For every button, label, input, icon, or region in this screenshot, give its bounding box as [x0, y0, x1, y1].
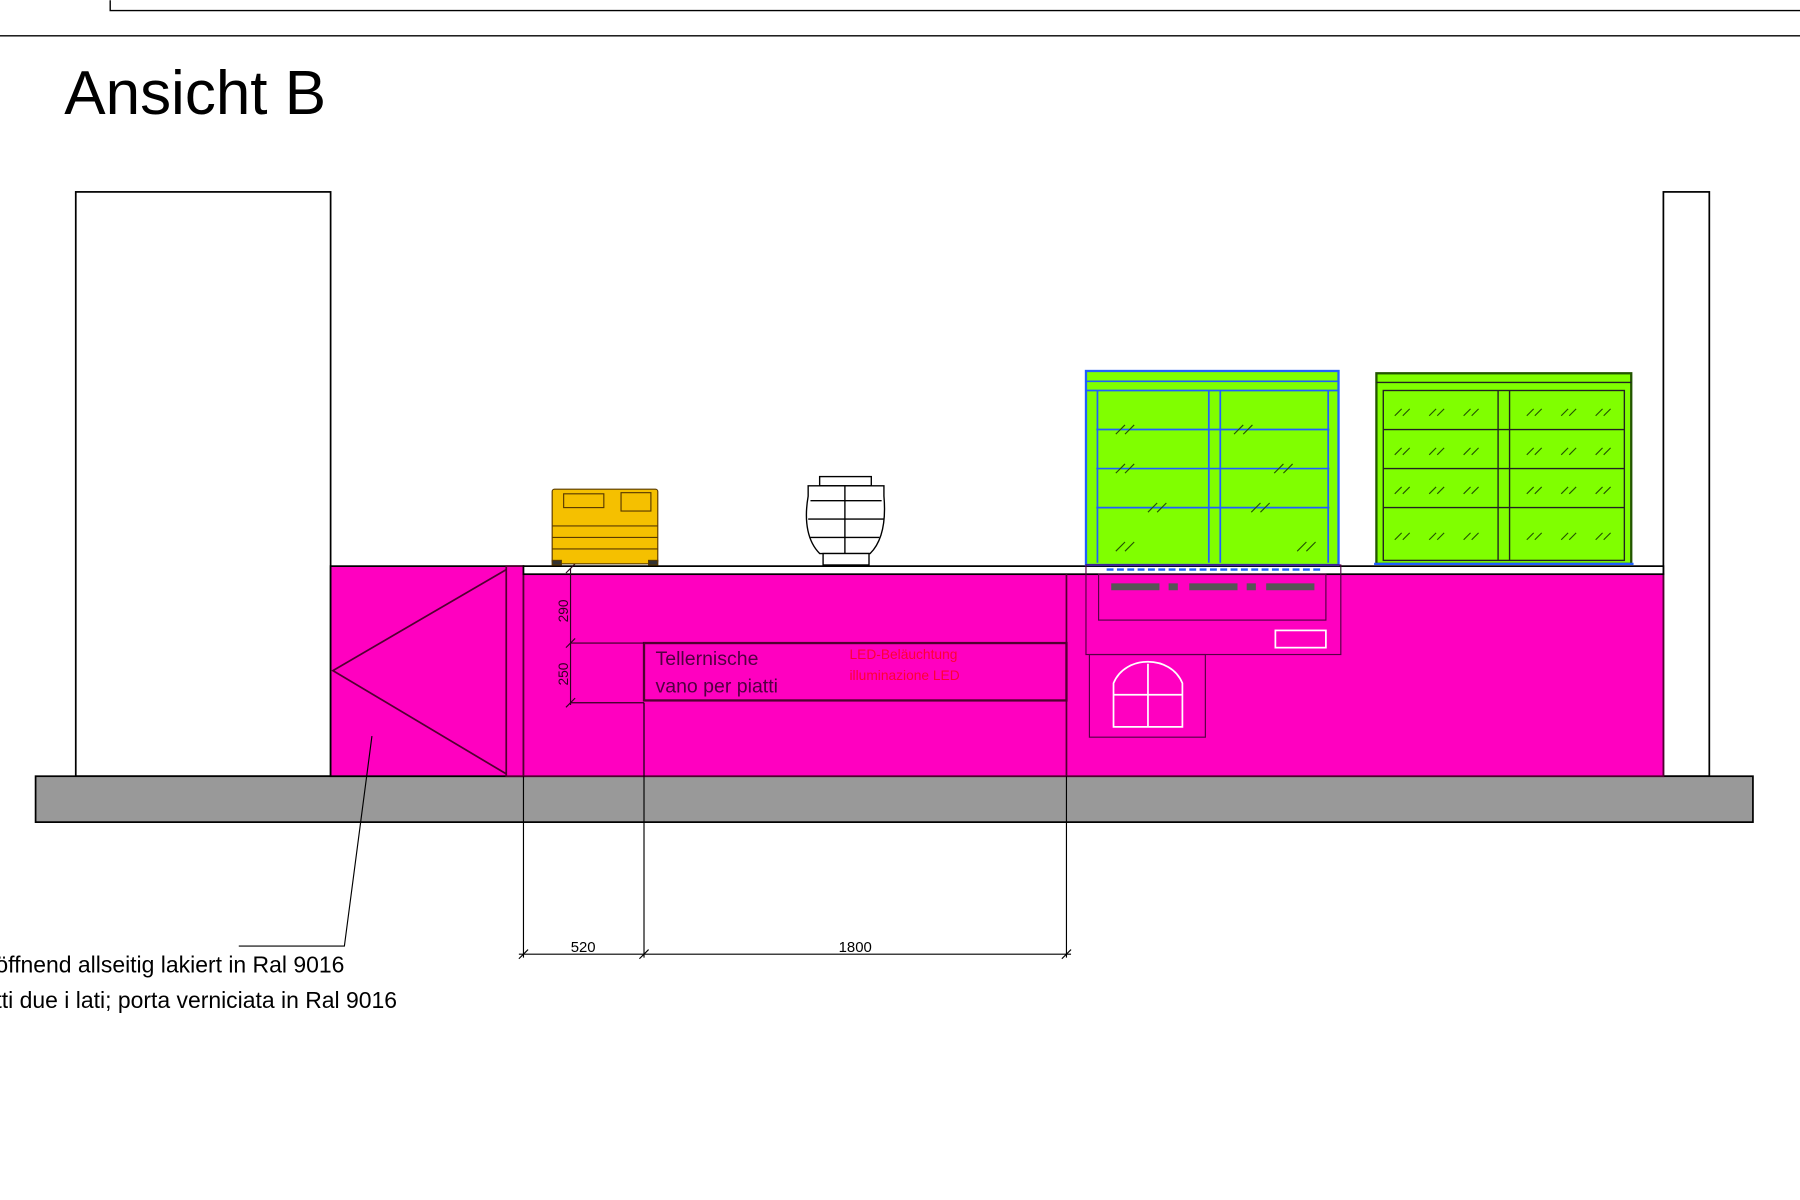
led-label-de: LED-Beläuchtung: [849, 647, 957, 662]
note-line-1: öffnend allseitig lakiert in Ral 9016: [0, 952, 344, 978]
left-wall: [74, 191, 332, 778]
ambient-showcase: [1374, 372, 1634, 565]
soup-kettle: [805, 475, 886, 566]
note-line-2: tti due i lati; porta verniciata in Ral …: [0, 987, 397, 1013]
niche-label-it: vano per piatti: [655, 675, 778, 697]
led-label-it: illuminazione LED: [849, 668, 959, 683]
right-wall: [1662, 191, 1711, 778]
counter: [329, 565, 1665, 778]
dim-1800: 1800: [839, 939, 872, 956]
dim-290: 290: [556, 599, 571, 622]
dim-250: 250: [556, 662, 571, 685]
niche-label-de: Tellernische: [655, 648, 758, 670]
yellow-appliance: [551, 488, 659, 566]
view-title: Ansicht B: [64, 59, 326, 128]
floor-base: [34, 775, 1754, 823]
horizontal-dimension: [518, 702, 1072, 960]
leader-line: [238, 735, 373, 947]
refrigerated-showcase: [1084, 369, 1342, 738]
frame-lines: [0, 0, 1800, 37]
plate-niche: [642, 641, 1068, 702]
vertical-dimension: [565, 563, 645, 708]
dim-520: 520: [571, 939, 596, 956]
